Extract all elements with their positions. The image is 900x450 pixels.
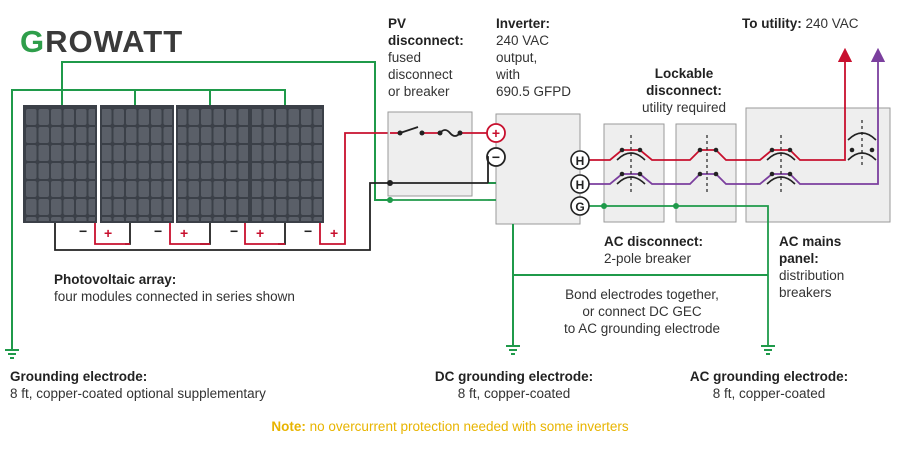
module-terminals: − + − + − + − + xyxy=(79,223,338,241)
ground-symbols xyxy=(5,345,775,359)
module-4-plus: + xyxy=(330,225,338,241)
inverter-dc-terminals: + − xyxy=(486,123,506,184)
ground-symbol-dc xyxy=(506,345,520,355)
ac-disconnect-label: AC disconnect: 2-pole breaker xyxy=(604,234,704,266)
grounding-conductors xyxy=(512,224,768,346)
inverter-label: Inverter: 240 VAC output, with 690.5 GFP… xyxy=(496,16,572,99)
module-1-minus: − xyxy=(79,223,87,239)
pv-array-label: Photovoltaic array: four modules connect… xyxy=(54,272,295,304)
terminal-h2-label: H xyxy=(576,178,585,192)
module-ground-bus xyxy=(11,61,390,350)
pv-array xyxy=(23,105,324,223)
to-utility-label: To utility: 240 VAC xyxy=(742,16,859,31)
terminal-g-label: G xyxy=(575,200,584,214)
module-3-plus: + xyxy=(256,225,264,241)
grounding-electrode-label: Grounding electrode: 8 ft, copper-coated… xyxy=(10,369,266,401)
pv-disconnect-box xyxy=(387,111,473,197)
bond-electrodes-label: Bond electrodes together, or connect DC … xyxy=(563,287,721,336)
switch-linkages xyxy=(630,120,863,192)
terminal-h1-label: H xyxy=(576,154,585,168)
growatt-logo: GROWATT xyxy=(20,24,184,59)
terminal-h2 xyxy=(570,174,590,194)
module-1-plus: + xyxy=(104,225,112,241)
ground-symbol-left xyxy=(5,346,19,359)
module-2-plus: + xyxy=(180,225,188,241)
pv-disconnect-wiring xyxy=(390,126,496,201)
string-wiring-positive xyxy=(94,132,390,245)
lockable-disconnect-label: Lockable disconnect: utility required xyxy=(641,66,727,115)
ac-grounding-electrode-label: AC grounding electrode: 8 ft, copper-coa… xyxy=(689,369,849,401)
terminal-negative-label: − xyxy=(492,149,500,165)
terminal-positive xyxy=(486,123,506,143)
ac-disconnect-box xyxy=(603,123,665,223)
terminal-positive-label: + xyxy=(492,125,500,141)
lockable-disconnect-box xyxy=(675,123,737,223)
pv-disconnect-label: PV disconnect: fused disconnect or break… xyxy=(388,16,464,99)
ac-mains-panel-label: AC mains panel: distribution breakers xyxy=(779,234,845,300)
module-4-minus: − xyxy=(304,223,312,239)
inverter-ac-terminals: H H G xyxy=(570,150,590,216)
ground-symbol-ac xyxy=(761,345,775,355)
terminal-h1 xyxy=(570,150,590,170)
terminal-g xyxy=(570,196,590,216)
ac-mains-panel-box xyxy=(745,107,891,223)
module-2-minus: − xyxy=(154,223,162,239)
module-3-minus: − xyxy=(230,223,238,239)
dc-grounding-electrode-label: DC grounding electrode: 8 ft, copper-coa… xyxy=(434,369,594,401)
inverter-box xyxy=(495,113,581,225)
note-text: Note: no overcurrent protection needed w… xyxy=(271,419,629,434)
switch-contacts xyxy=(616,132,877,185)
